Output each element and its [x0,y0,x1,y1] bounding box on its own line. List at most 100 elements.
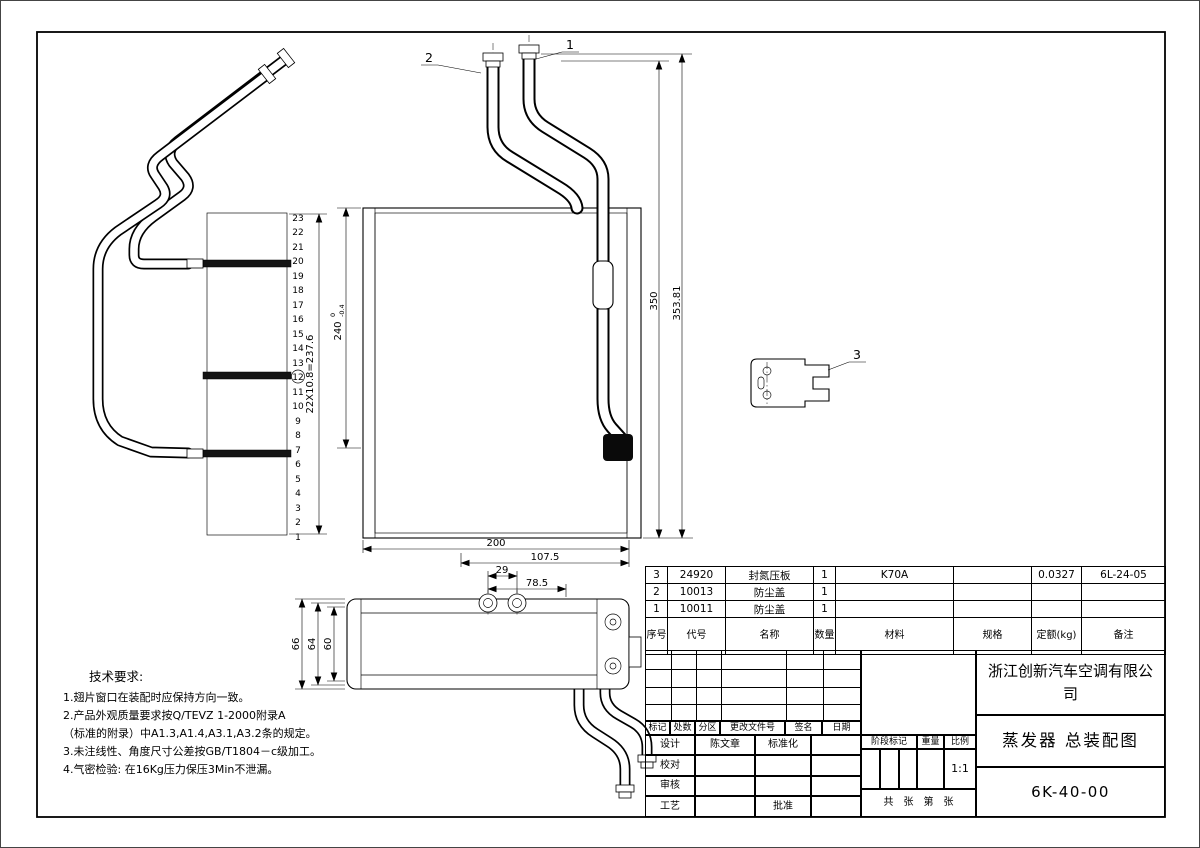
empty-cell [811,776,861,796]
rev-header: 标记 [645,721,670,735]
dim-64: 64 [307,602,345,686]
fin-number: 7 [295,446,301,456]
role-process: 工艺 [645,796,695,817]
dim-tolerance-upper: 0 [329,313,337,317]
empty-cell [695,776,755,796]
empty-cell [811,796,861,817]
pipe-elbow-block [603,434,633,461]
dim-label: 350 [649,291,660,310]
pipe-port [507,593,527,613]
bom-header-row: 序号 代号 名称 数量 材料 规格 定额(kg) 备注 [645,617,1166,655]
dim-200: 200 [362,538,630,567]
bom-header-cell: 规格 [953,617,1032,655]
bom-header-cell: 备注 [1081,617,1166,655]
bom-cell: 1 [813,600,836,618]
pipe-flange [276,47,296,69]
dim-tolerance-lower: -0.4 [338,304,346,317]
dim-66: 66 [291,598,345,690]
dim-label: 64 [307,638,318,651]
fin-number: 11 [292,388,303,398]
role-design: 设计 [645,735,695,755]
bom-header-cell: 代号 [667,617,726,655]
bom-header-cell: 数量 [813,617,836,655]
dust-cover-band [202,449,292,458]
role-approve: 批准 [755,796,811,817]
dim-fin-pitch: 22X10.8=237.6 [289,213,327,535]
bom-cell: 3 [645,566,668,584]
pipe-stub [186,448,204,459]
role-audit: 审核 [645,776,695,796]
empty-cell [695,796,755,817]
fin-number: 3 [295,504,301,514]
bracket-hole [762,390,772,400]
pipe-fitting [485,60,501,68]
rev-header: 更改文件号 [720,721,785,735]
dim-label: 60 [323,638,334,651]
role-standardization: 标准化 [755,735,811,755]
empty-cell [880,749,899,789]
callout-label: 1 [566,37,574,52]
fin-number: 14 [292,344,304,354]
fin-number: 6 [295,460,301,470]
fin-number: 19 [292,272,304,282]
pipe-flange [615,784,635,793]
pipe-port [478,593,498,613]
callout-label: 2 [425,50,433,65]
bom-cell: 24920 [667,566,726,584]
empty-cell [695,755,755,776]
bom-row: 1 10011 防尘盖 1 [645,600,1166,618]
tech-req-line: （标准的附录）中A1.3,A1.4,A3.1,A3.2条的规定。 [63,726,317,740]
fin-numbers: 23 22 21 20 19 18 17 16 15 14 13 12 11 1… [291,214,305,543]
bom-cell [1031,600,1082,618]
bom-cell: 10011 [667,600,726,618]
fin-number: 10 [292,402,304,412]
drawing-number: 6K-40-00 [976,767,1165,817]
company-name: 浙江创新汽车空调有限公司 [976,650,1165,715]
empty-cell [861,650,976,735]
fin-number: 20 [292,257,304,267]
bom-cell [1081,600,1166,618]
dim-353-81: 353.81 [541,53,692,539]
dim-label: 66 [291,638,302,651]
bom-cell: 封氮压板 [725,566,814,584]
fin-number: 23 [292,214,303,224]
empty-cell [811,735,861,755]
tech-req-line: 4.气密检验: 在16Kg压力保压3Min不泄漏。 [63,762,279,776]
fin-number: 15 [292,330,303,340]
pipe-stub [186,258,204,269]
rev-header: 签名 [785,721,822,735]
side-view-pipes [92,47,296,459]
pipe-flange [640,761,654,769]
fin-number: 21 [292,243,303,253]
fin-number: 4 [295,489,301,499]
title-block: 标记 处数 分区 更改文件号 签名 日期 设计 陈文章 标准化 校对 审核 工艺… [645,650,1165,817]
fin-number: 16 [292,315,304,325]
front-view-pipes [482,35,633,461]
bom-header-cell: 材料 [835,617,954,655]
designer-name: 陈文章 [695,735,755,755]
bottom-view-body [346,598,630,690]
callout-3: 3 [827,347,866,371]
bom-cell [953,600,1032,618]
dust-cover-band [202,371,292,380]
bom-cell: 1 [813,566,836,584]
bom-cell [1081,583,1166,601]
fin-number: 17 [292,301,303,311]
pipe-boss [604,657,622,675]
bom-table: 3 24920 封氮压板 1 K70A 0.0327 6L-24-05 2 10… [645,566,1166,655]
tech-req-line: 1.翅片窗口在装配时应保持方向一致。 [63,691,250,705]
weight-label: 重量 [917,735,944,749]
bom-cell: 1 [645,600,668,618]
dim-label: 353.81 [672,286,683,321]
fin-number: 9 [295,417,301,427]
scale-label: 比例 [944,735,976,749]
bom-cell: 防尘盖 [725,600,814,618]
bom-header-cell: 定额(kg) [1031,617,1082,655]
rev-header: 处数 [670,721,695,735]
fin-number: 18 [292,286,304,296]
bom-cell: 6L-24-05 [1081,566,1166,584]
empty-cell [755,776,811,796]
pipe-flange [257,63,277,85]
pipe-expansion [592,260,614,310]
